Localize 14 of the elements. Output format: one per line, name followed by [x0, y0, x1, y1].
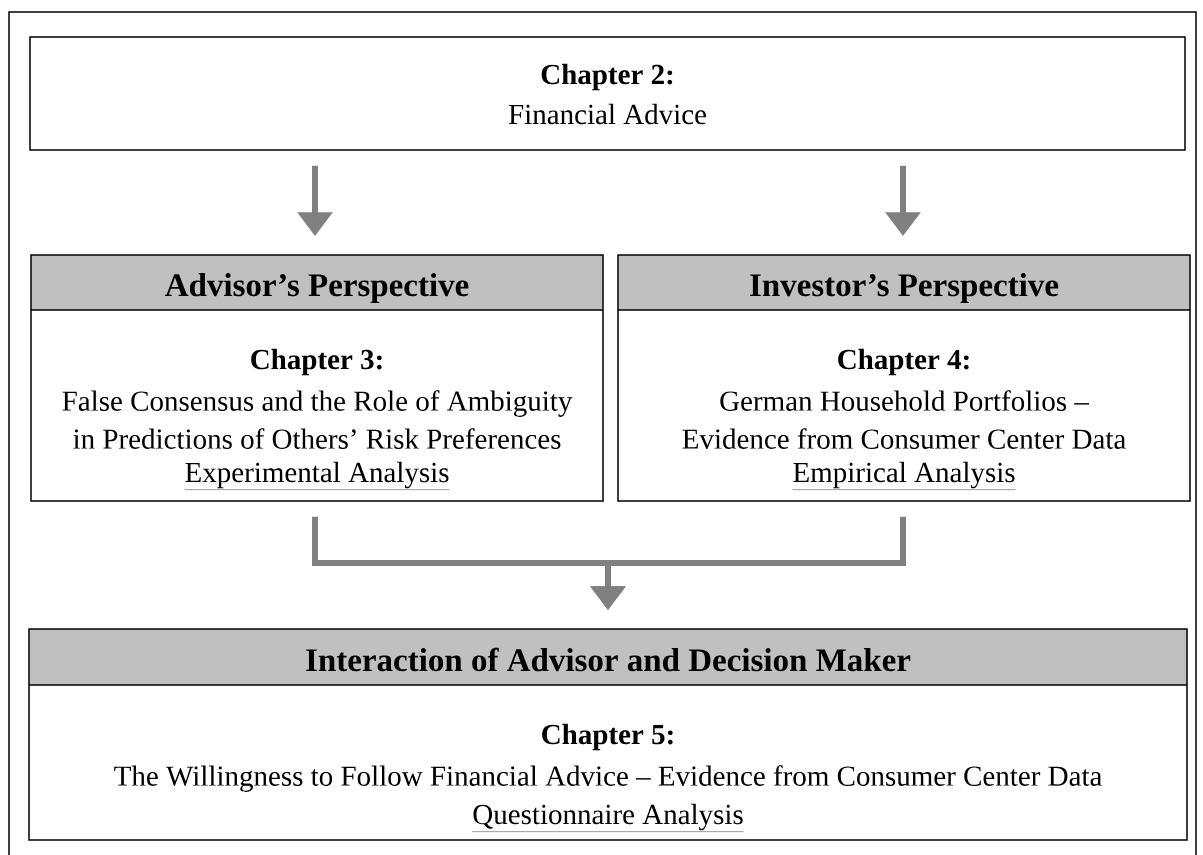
chapter-title: Chapter 2: [541, 63, 673, 91]
panel-heading: Interaction of Advisor and Decision Maker [306, 647, 911, 672]
chapter-description: German Household Portfolios – Evidence from Consumer Center Data [682, 390, 1126, 449]
analysis-type: Questionnaire Analysis [472, 803, 744, 832]
panel-heading: Investor’s Perspective [750, 273, 1059, 304]
panel-heading: Advisor’s Perspective [165, 273, 469, 304]
analysis-type: Empirical Analysis [792, 461, 1016, 490]
chapter-description: The Willingness to Follow Financial Advice – Evidence from Consumer Center Data [114, 765, 1102, 792]
analysis-type: Experimental Analysis [184, 461, 450, 490]
chapter-title: Chapter 4: [838, 348, 969, 376]
chapter-subtitle: Financial Advice [508, 103, 706, 125]
chapter-title: Chapter 5: [542, 723, 673, 751]
chapter-description: False Consensus and the Role of Ambiguity in Predictions of Others’ Risk Preferences [62, 390, 573, 449]
chapter-title: Chapter 3: [251, 348, 382, 376]
